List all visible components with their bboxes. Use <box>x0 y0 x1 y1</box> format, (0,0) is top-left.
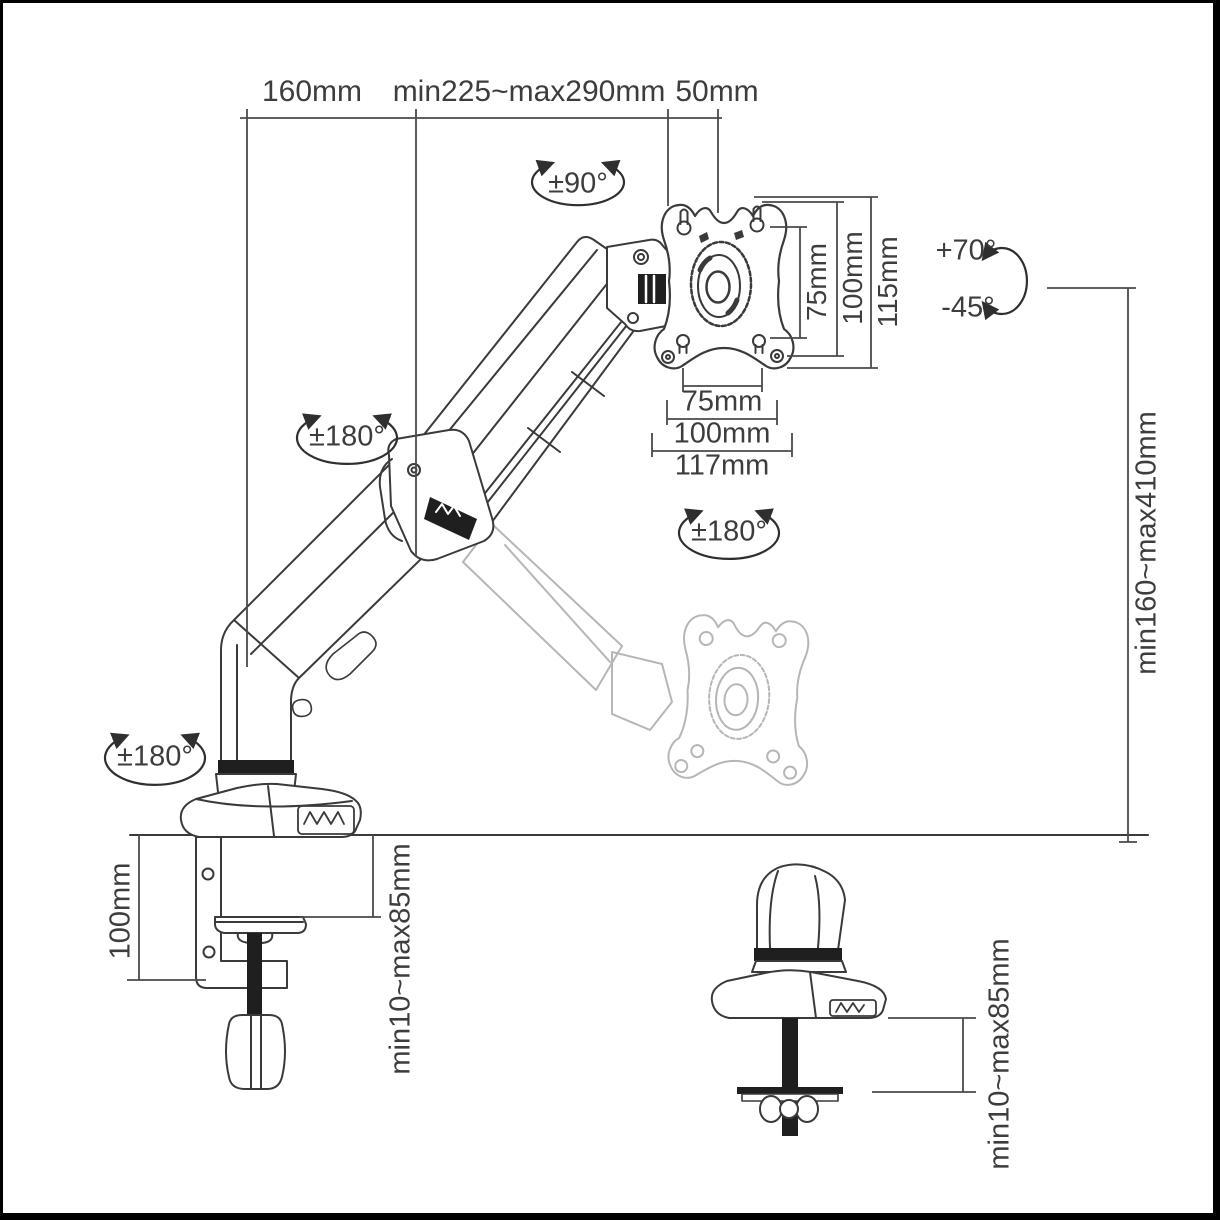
tilt-arrow-icon <box>981 241 1028 321</box>
dim-label-grommet-thickness: min10~max85mm <box>983 938 1016 1170</box>
dim-label-top-right: 50mm <box>675 75 759 108</box>
vesa-dim-vertical-75: 75mm <box>801 243 832 321</box>
vesa-dim-vertical-100: 100mm <box>837 231 868 325</box>
vesa-dim-horizontal-117: 117mm <box>674 449 770 482</box>
dim-label-clamp-column: 100mm <box>104 862 137 960</box>
vesa-dim-horizontal-100: 100mm <box>673 417 771 450</box>
angle-label-tilt-up: +70° <box>935 234 997 267</box>
mid-rotation-arrow-icon <box>677 508 781 560</box>
rotation-arrows <box>103 159 1028 786</box>
dim-label-top-middle: min225~max290mm <box>392 75 666 108</box>
vesa-dim-horizontal-75: 75mm <box>681 385 763 418</box>
base-rotation-arrow-icon <box>103 732 207 786</box>
angle-label-base-rotation: ±180° <box>117 740 193 773</box>
dimension-lines <box>127 109 1137 1093</box>
ghost-arm-position <box>462 523 818 788</box>
angle-label-mid-rotation: ±180° <box>691 515 767 548</box>
angle-label-tilt-down: -45° <box>941 291 995 324</box>
dim-label-height-range: min160~max410mm <box>1130 411 1163 675</box>
angle-label-swivel: ±90° <box>548 167 608 200</box>
monitor-arm-drawing <box>179 203 887 1136</box>
angle-label-upper-rotation: ±180° <box>309 420 385 453</box>
dim-label-clamp-thickness: min10~max85mm <box>384 843 417 1075</box>
upper-rotation-arrow-icon <box>295 413 399 465</box>
vesa-dim-vertical-115: 115mm <box>872 236 903 328</box>
swivel-arrow-icon <box>530 159 626 207</box>
dim-label-top-left: 160mm <box>261 75 363 108</box>
